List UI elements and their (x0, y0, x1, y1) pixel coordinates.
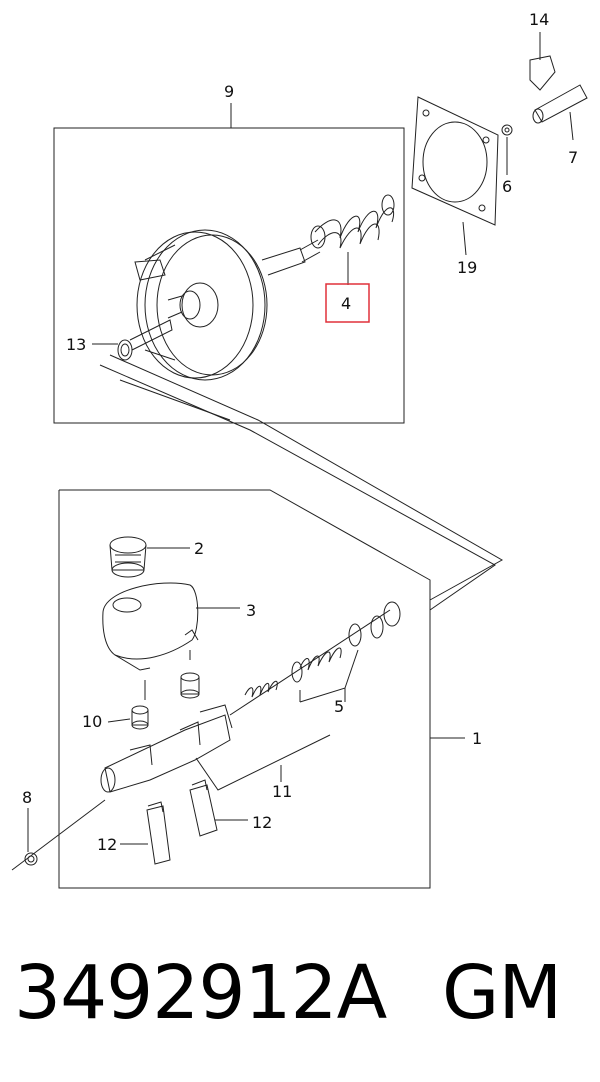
booster-frame (53, 127, 405, 424)
reservoir-cap (109, 536, 147, 578)
callout-12-right: 12 (252, 813, 272, 832)
callout-labels: 9 14 7 6 19 4 13 2 3 5 10 1 11 8 12 12 (22, 10, 578, 854)
bolt-8 (24, 852, 38, 866)
highlight-box (325, 283, 370, 323)
callout-8: 8 (22, 788, 32, 807)
brake-booster (129, 229, 321, 381)
proportioning-valves (146, 779, 218, 865)
callout-14: 14 (529, 10, 549, 29)
callout-19: 19 (457, 258, 477, 277)
callout-4: 4 (341, 294, 351, 313)
part-number: 3492912A (14, 950, 387, 1036)
footer-part-number: 3492912A GM (14, 948, 586, 1038)
brake-fluid-reservoir (102, 582, 199, 671)
master-cylinder-frame (58, 489, 431, 889)
callout-5: 5 (334, 697, 344, 716)
brand-name: GM (442, 950, 562, 1036)
callout-13: 13 (66, 335, 86, 354)
leader-lines (27, 32, 574, 852)
callout-12-left: 12 (97, 835, 117, 854)
booster-spring (310, 194, 395, 249)
nut-6 (501, 124, 513, 136)
callout-7: 7 (568, 148, 578, 167)
piston-spring-set (229, 601, 401, 716)
push-rod (529, 55, 588, 124)
callout-9: 9 (224, 82, 234, 101)
callout-2: 2 (194, 539, 204, 558)
master-cylinder-body (11, 704, 233, 871)
callout-11: 11 (272, 782, 292, 801)
callout-3: 3 (246, 601, 256, 620)
callout-6: 6 (502, 177, 512, 196)
grommets (131, 650, 200, 730)
connector-lines (99, 354, 504, 611)
booster-gasket (411, 96, 499, 226)
callout-1: 1 (472, 729, 482, 748)
callout-10: 10 (82, 712, 102, 731)
seal-13 (117, 339, 133, 361)
